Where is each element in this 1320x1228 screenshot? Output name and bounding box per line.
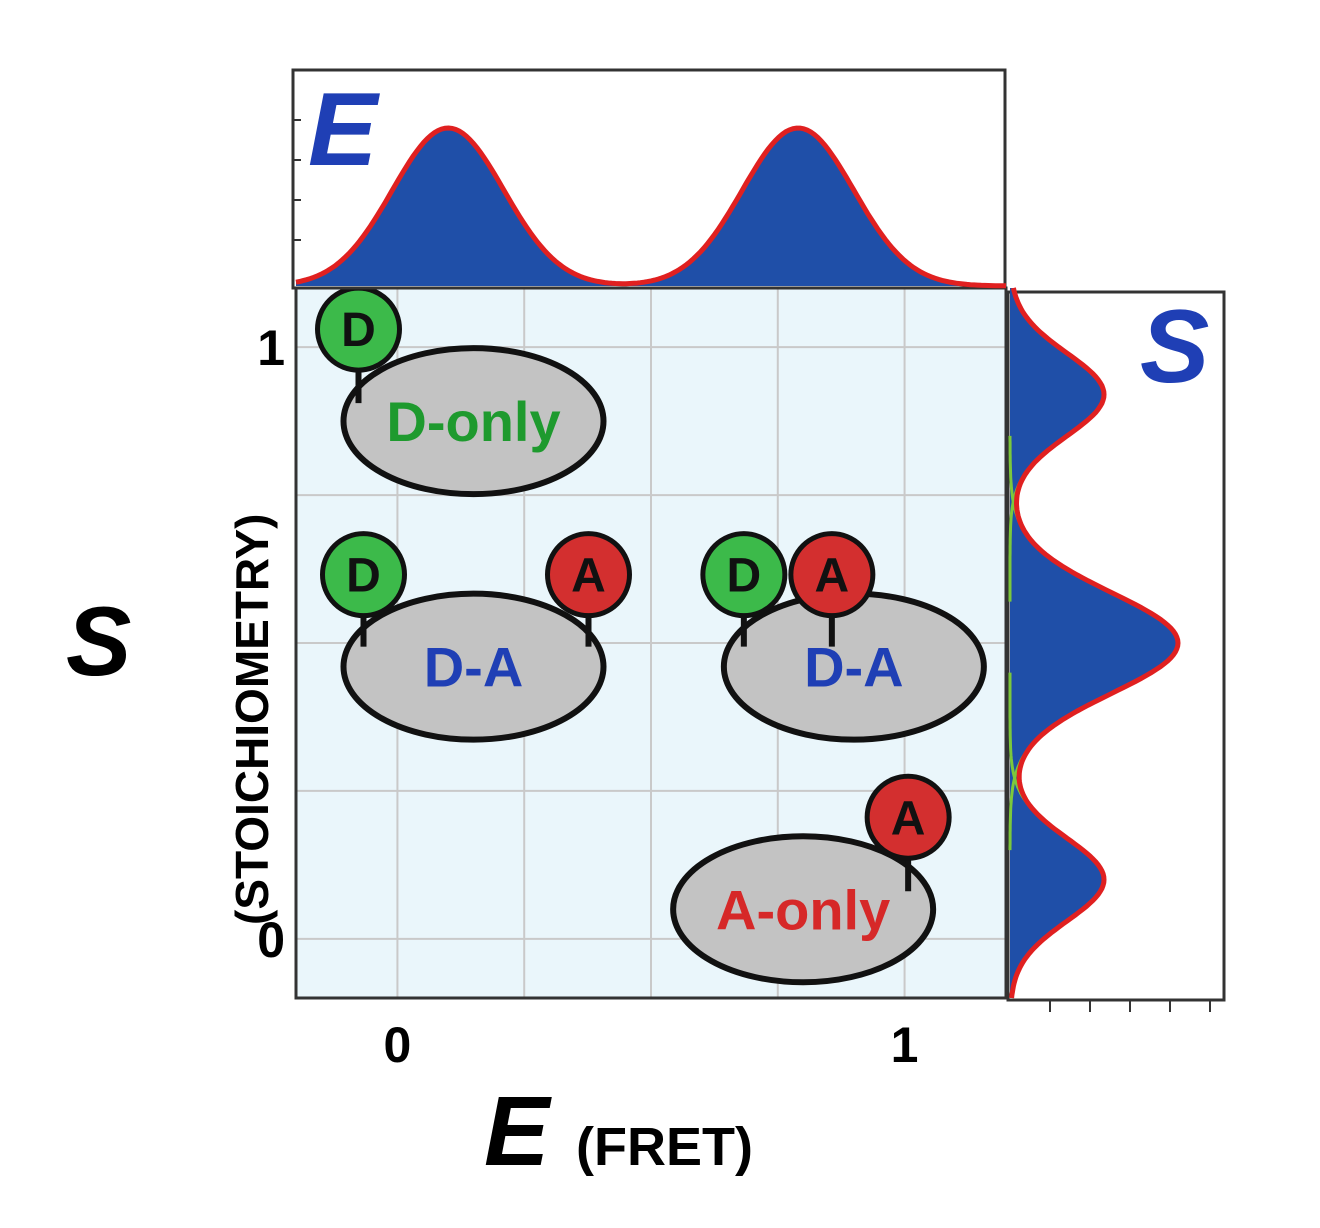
y-tick-label: 1 <box>257 320 285 376</box>
top-histogram <box>293 119 1006 289</box>
top-histogram-fit <box>295 125 1006 289</box>
dye-D-marker <box>700 531 788 619</box>
dye-A-marker <box>864 773 952 861</box>
x-tick-label: 1 <box>891 1017 919 1073</box>
population-ellipse <box>670 833 937 986</box>
x-tick-label: 0 <box>384 1017 412 1073</box>
dye-D-label: D <box>346 550 381 603</box>
dye-A-marker <box>545 531 632 619</box>
dye-A-marker <box>788 531 876 619</box>
dye-A-label: A <box>815 550 850 603</box>
population-d-a: D-A D A <box>320 531 632 743</box>
population-label: D-only <box>386 390 560 453</box>
dye-A-label: A <box>571 550 606 603</box>
dye-A-label: A <box>891 792 926 845</box>
population-label: D-A <box>804 636 904 699</box>
y-axis-title: S <box>66 586 131 696</box>
y-tick-label: 0 <box>257 912 285 968</box>
population-ellipse <box>340 590 607 743</box>
dye-D-label: D <box>341 304 376 357</box>
population-ellipse <box>340 345 607 498</box>
dye-D-label: D <box>727 550 762 603</box>
right-histogram-fit <box>1009 287 1181 999</box>
top-histogram-label: E <box>308 72 380 188</box>
right-histogram-label: S <box>1140 289 1209 405</box>
dye-D-marker <box>320 531 407 619</box>
tick-labels: 0 1 0 1 <box>257 320 918 1073</box>
right-histogram-fill <box>1010 288 1178 998</box>
right-histogram <box>1008 287 1211 1012</box>
population-label: A-only <box>716 878 890 941</box>
x-axis-subtitle: (FRET) <box>576 1117 753 1177</box>
top-histogram-fill <box>296 128 1006 286</box>
population-label: D-A <box>424 636 524 699</box>
x-axis-title: E <box>484 1076 552 1186</box>
y-axis-subtitle: (STOICHIOMETRY) <box>226 514 278 925</box>
